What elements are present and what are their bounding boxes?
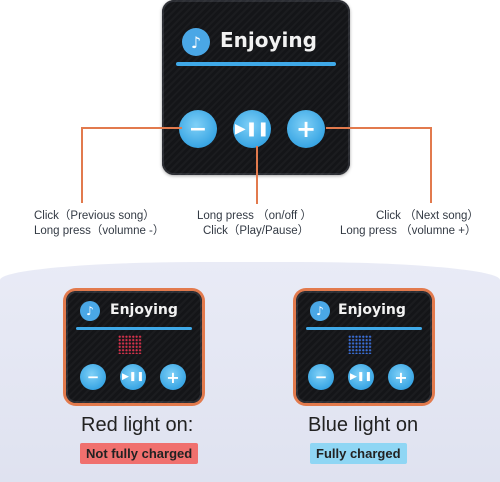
minus-button[interactable]: −: [308, 364, 334, 390]
blue-led-indicator: [348, 335, 372, 354]
connector-left-horizontal: [81, 127, 182, 129]
caption-right-line2: Long press （volumne +）: [340, 225, 477, 237]
music-note-icon: ♪: [80, 301, 100, 321]
connector-left-vertical: [81, 127, 83, 203]
play-pause-button[interactable]: ▶❚❚: [120, 364, 146, 390]
caption-left-line2: Long press（volumne -）: [34, 225, 165, 237]
caption-previous-volume-down: Click（Previous song） Long press（volumne …: [34, 209, 164, 239]
music-note-icon: ♪: [310, 301, 330, 321]
red-led-indicator: [118, 335, 142, 354]
caption-center-line2: Click（Play/Pause）: [203, 225, 310, 237]
caption-left-line1: Click（Previous song）: [34, 210, 155, 222]
not-fully-charged-badge: Not fully charged: [80, 443, 199, 464]
left-device-patch: ♪ Enjoying − ▶❚❚ +: [66, 291, 202, 403]
caption-right-line1: Click （Next song）: [376, 210, 479, 222]
play-pause-button[interactable]: ▶❚❚: [348, 364, 374, 390]
caption-center-line1: Long press （on/off ）: [197, 210, 312, 222]
minus-button[interactable]: −: [80, 364, 106, 390]
play-pause-button[interactable]: ▶❚❚: [233, 110, 271, 148]
fully-charged-badge: Fully charged: [310, 443, 407, 464]
left-device-title: Enjoying: [110, 302, 178, 318]
connector-right-vertical: [430, 127, 432, 203]
plus-button[interactable]: +: [388, 364, 414, 390]
blue-light-label: Blue light on: [308, 414, 419, 436]
caption-next-volume-up: Click （Next song） Long press （volumne +）: [340, 209, 479, 239]
plus-button[interactable]: +: [287, 110, 325, 148]
red-light-label: Red light on:: [81, 414, 194, 436]
main-device-display-bar: [176, 62, 336, 66]
left-device-display-bar: [76, 327, 192, 330]
plus-button[interactable]: +: [160, 364, 186, 390]
connector-center-vertical: [256, 146, 258, 204]
main-device-title: Enjoying: [220, 28, 317, 52]
right-device-patch: ♪ Enjoying − ▶❚❚ +: [296, 291, 432, 403]
main-device-patch: ♪ Enjoying − ▶❚❚ +: [162, 0, 350, 175]
music-note-icon: ♪: [182, 28, 210, 56]
right-device-display-bar: [306, 327, 422, 330]
caption-power-play-pause: Long press （on/off ） Click（Play/Pause）: [197, 209, 312, 239]
minus-button[interactable]: −: [179, 110, 217, 148]
right-device-title: Enjoying: [338, 302, 406, 318]
connector-right-horizontal: [326, 127, 431, 129]
